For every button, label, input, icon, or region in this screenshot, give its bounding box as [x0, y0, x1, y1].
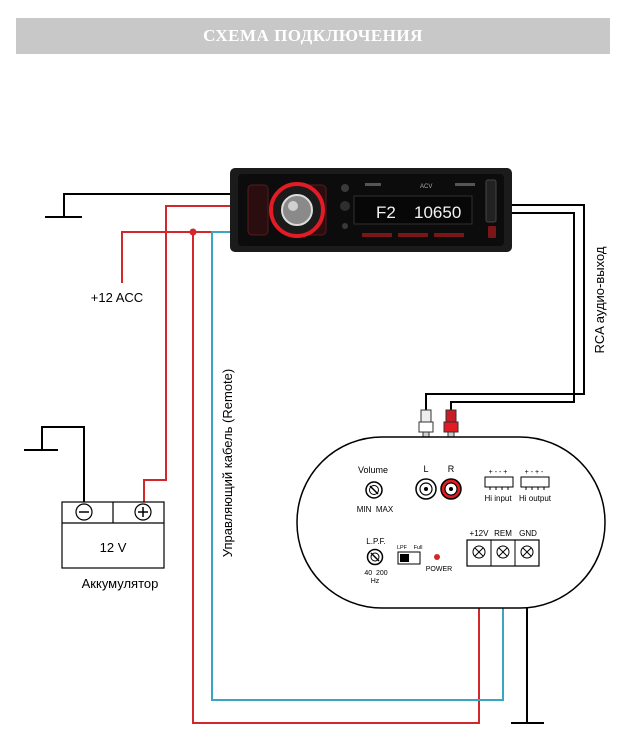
display-left-text: F2	[376, 203, 396, 222]
head-unit-brand: ACV	[420, 184, 432, 190]
hi-output-connector	[520, 476, 550, 488]
rca-wire-left	[425, 204, 585, 410]
rca-input-left	[415, 478, 437, 500]
page-title: СХЕМА ПОДКЛЮЧЕНИЯ	[203, 26, 423, 45]
battery-minus-icon	[75, 503, 93, 521]
rca-input-right	[440, 478, 462, 500]
hi-input-connector	[484, 476, 514, 488]
battery-voltage-label: 12 V	[100, 540, 127, 555]
power-led	[434, 554, 440, 560]
switch-full-label: Full	[414, 545, 423, 551]
display-right-text: 10650	[414, 203, 461, 222]
hi-input-label: Hi input	[484, 494, 512, 503]
volume-range-label: MIN MAX	[357, 505, 394, 514]
rca-output-label: RCA аудио-выход	[592, 246, 607, 353]
battery-name-label: Аккумулятор	[82, 576, 159, 591]
lpf-control	[366, 548, 384, 566]
remote-wire	[211, 231, 504, 701]
hi-output-label: Hi output	[519, 494, 552, 503]
lpf-range-label: 40 200	[364, 570, 387, 577]
power-label: POWER	[426, 566, 452, 573]
channel-r-label: R	[448, 464, 455, 474]
head-unit: ACV F2 10650	[230, 168, 512, 252]
terminal-rem-label: REM	[494, 529, 512, 538]
hi-input-pins: + - - +	[489, 469, 508, 476]
rca-wire-right	[450, 212, 575, 410]
hi-output-pins: + - + -	[525, 469, 544, 476]
amplifier-body	[296, 436, 606, 609]
terminal-gnd-screw	[520, 545, 534, 559]
wire-junction	[189, 228, 197, 236]
lpf-label: L.P.F.	[366, 537, 385, 546]
battery-plus-wire	[143, 205, 235, 502]
battery-ground-wire	[41, 426, 85, 502]
acc-label: +12 ACC	[91, 290, 143, 305]
volume-knob	[281, 194, 313, 226]
switch-lpf-label: LPF	[397, 545, 408, 551]
amp-power-wire	[192, 232, 480, 724]
lpf-full-switch	[397, 551, 421, 565]
volume-control	[365, 481, 383, 499]
page-header: СХЕМА ПОДКЛЮЧЕНИЯ	[16, 18, 610, 54]
lpf-unit-label: Hz	[371, 578, 380, 585]
remote-cable-label: Управляющий кабель (Remote)	[220, 369, 235, 557]
battery-plus-icon	[134, 503, 152, 521]
rca-plug-white	[418, 409, 434, 441]
channel-l-label: L	[423, 464, 428, 474]
rca-plug-red	[443, 409, 459, 441]
head-unit-ground-wire	[63, 193, 235, 217]
terminal-gnd-label: GND	[519, 529, 537, 538]
terminal-rem-screw	[496, 545, 510, 559]
terminal-12v-label: +12V	[470, 529, 490, 538]
head-unit-display	[353, 195, 473, 225]
acc-wire	[121, 231, 235, 283]
volume-label: Volume	[358, 465, 388, 475]
terminal-12v-screw	[472, 545, 486, 559]
